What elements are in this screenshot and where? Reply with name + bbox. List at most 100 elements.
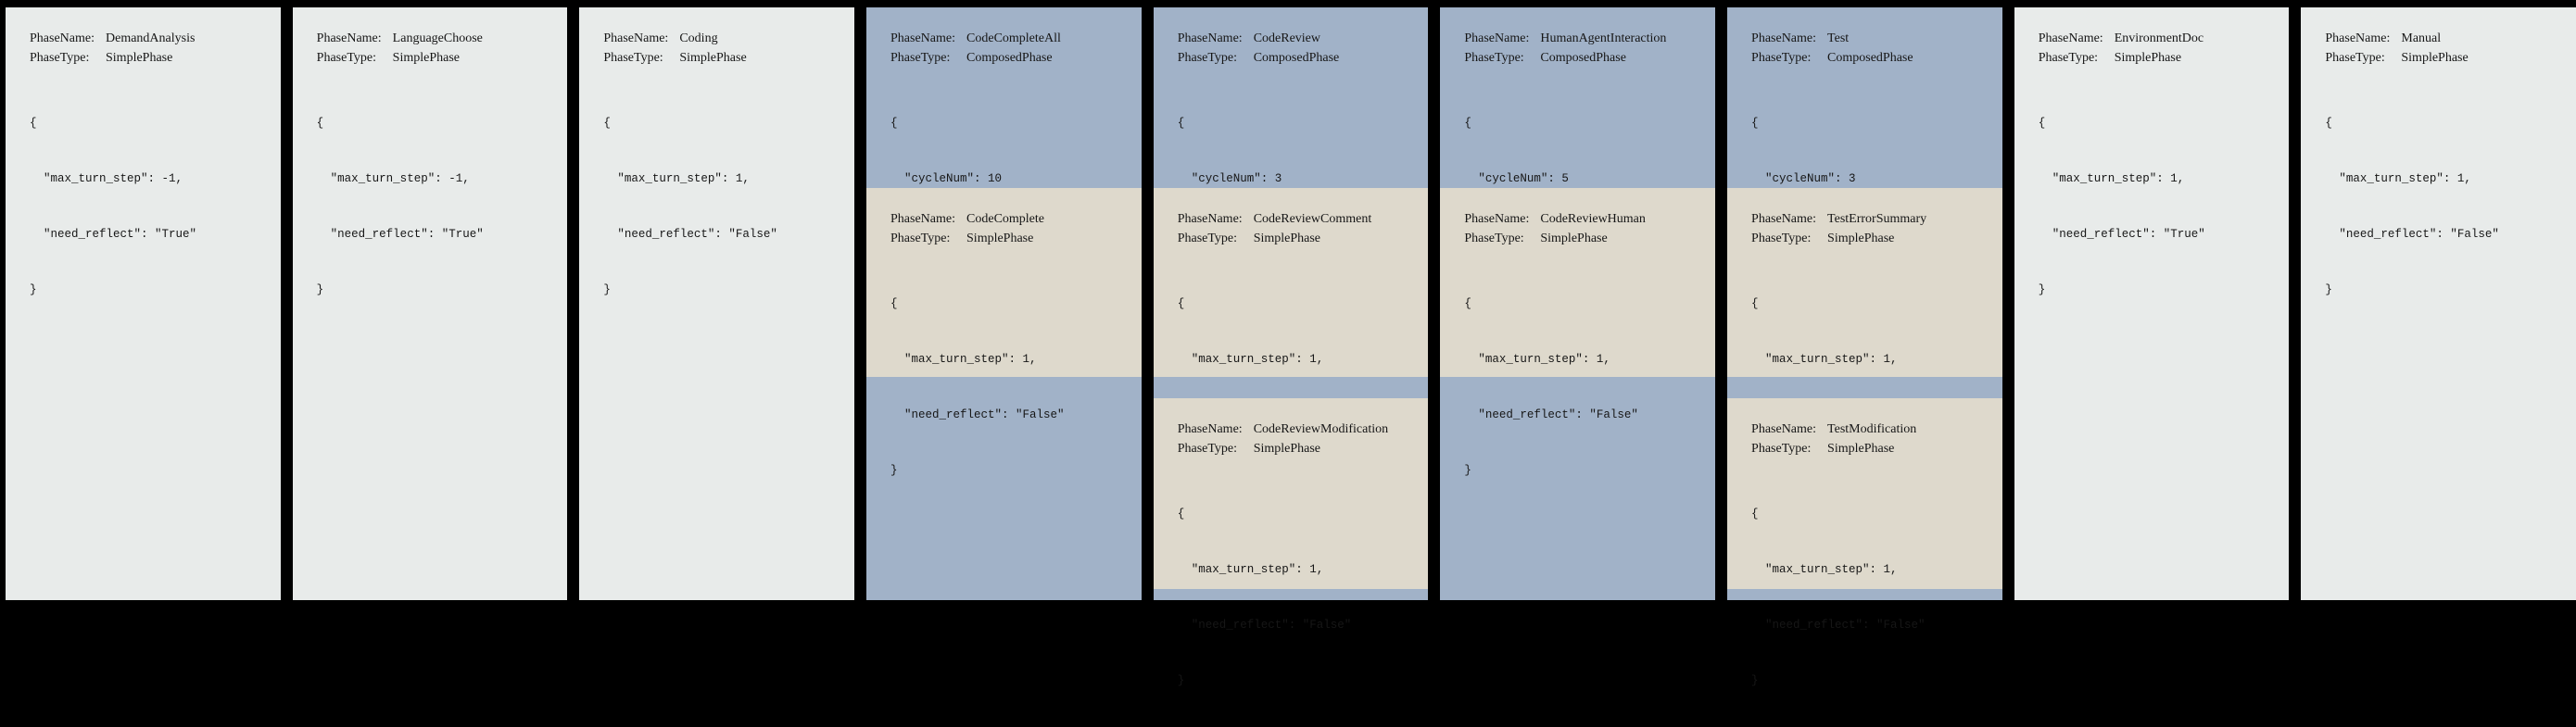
phase-config-json: { "max_turn_step": 1, "need_reflect": "F… [890, 257, 1132, 517]
phase-type-value: SimplePhase [1827, 442, 1895, 456]
phase-name-label: PhaseName: [1177, 31, 1243, 45]
phase-header: PhaseName:EnvironmentDoc PhaseType:Simpl… [2014, 7, 2290, 336]
phase-name-label: PhaseName: [603, 31, 669, 45]
config-line: "need_reflect": "False" [890, 408, 1065, 421]
phase-name-row: PhaseName:CodeReviewComment [1178, 209, 1420, 229]
config-line: } [890, 464, 898, 477]
phase-type-label: PhaseType: [1751, 51, 1812, 65]
config-line: "max_turn_step": -1, [30, 172, 183, 185]
phase-header: PhaseName:DemandAnalysis PhaseType:Simpl… [6, 7, 281, 336]
phase-name-row: PhaseName:Manual [2325, 29, 2567, 48]
config-line: "max_turn_step": 1, [1751, 563, 1898, 576]
config-line: } [2038, 283, 2046, 296]
subphase-header: PhaseName:TestModification PhaseType:Sim… [1727, 398, 2002, 727]
phase-config-json: { "cycleNum": 10 } [890, 77, 1132, 281]
phase-type-label: PhaseType: [890, 51, 951, 65]
phase-type-label: PhaseType: [1177, 51, 1238, 65]
config-line: "need_reflect": "False" [603, 228, 777, 241]
config-line: } [2325, 283, 2332, 296]
config-line: { [890, 297, 898, 310]
config-line: "need_reflect": "False" [1177, 619, 1352, 632]
phase-type-value: SimplePhase [392, 51, 461, 65]
phase-name-label: PhaseName: [30, 31, 95, 45]
phase-card-code-complete-all: PhaseName:CodeCompleteAll PhaseType:Comp… [866, 7, 1142, 600]
config-line: { [1177, 297, 1185, 310]
phase-name-row: PhaseName:DemandAnalysis [30, 29, 271, 48]
phase-type-row: PhaseType: ComposedPhase [1464, 48, 1706, 68]
phase-name-row: PhaseName:CodeReviewHuman [1464, 209, 1706, 229]
config-line: { [1751, 508, 1759, 520]
phase-name-value: LanguageChoose [392, 31, 483, 45]
config-line: { [1751, 297, 1759, 310]
config-line: { [890, 117, 898, 130]
config-line: "max_turn_step": -1, [316, 172, 470, 185]
subphase-card-code-review-modification: PhaseName: CodeReviewModification PhaseTy… [1153, 398, 1429, 687]
phase-name-label: PhaseName: [1751, 422, 1817, 436]
config-line: { [316, 117, 324, 130]
phase-type-row: PhaseType:SimplePhase [30, 48, 271, 68]
config-line: "need_reflect": "False" [1464, 408, 1638, 421]
phase-name-value: CodeReviewModification [1253, 422, 1389, 436]
phase-type-value: ComposedPhase [1827, 51, 1913, 65]
phase-name-label: PhaseName: [1751, 31, 1817, 45]
config-line: "cycleNum": 3 [1177, 172, 1282, 185]
config-line: { [1751, 117, 1759, 130]
phase-name-value: HumanAgentInteraction [1540, 31, 1667, 45]
config-line: "max_turn_step": 1, [1751, 353, 1898, 366]
config-line: } [30, 283, 37, 296]
phase-card-environment-doc: PhaseName:EnvironmentDoc PhaseType:Simpl… [2014, 7, 2290, 600]
phase-card-test: PhaseName: Test PhaseType: ComposedPhase {… [1727, 7, 2002, 687]
config-line: "max_turn_step": 1, [2325, 172, 2471, 185]
subphase-card-test-error-summary: PhaseName:TestErrorSummary PhaseType:Sim… [1727, 188, 2002, 477]
phase-type-row: PhaseType:SimplePhase [1178, 439, 1420, 458]
phase-type-value: SimplePhase [1540, 232, 1608, 245]
phase-header: PhaseName:Coding PhaseType:SimplePhase {… [579, 7, 854, 336]
phase-type-label: PhaseType: [1464, 232, 1524, 245]
phase-name-row: PhaseName: Test [1751, 29, 1993, 48]
phase-name-value: Test [1827, 31, 1850, 45]
phase-type-row: PhaseType:SimplePhase [603, 48, 845, 68]
phase-name-value: Manual [2401, 31, 2442, 45]
config-line: "max_turn_step": 1, [1177, 563, 1324, 576]
phase-type-row: PhaseType:SimplePhase [1178, 229, 1420, 248]
config-line: "need_reflect": "True" [30, 228, 197, 241]
phase-header: PhaseName:CodeCompleteAll PhaseType:Comp… [866, 7, 1142, 281]
phase-type-value: ComposedPhase [1540, 51, 1626, 65]
phase-type-row: PhaseType:SimplePhase [2325, 48, 2567, 68]
config-line: { [1464, 117, 1471, 130]
phase-name-value: CodeReview [1253, 31, 1321, 45]
phase-name-row: PhaseName:TestModification [1751, 420, 1993, 439]
phase-name-value: EnvironmentDoc [2114, 31, 2204, 45]
config-line: "need_reflect": "True" [316, 228, 484, 241]
subphase-card-code-review-human: PhaseName:CodeReviewHuman PhaseType: Simp… [1440, 188, 1716, 477]
config-line: } [1177, 674, 1185, 687]
phase-config-board: PhaseName:DemandAnalysis PhaseType:Simpl… [6, 7, 2576, 687]
phase-config-json: { "max_turn_step": -1, "need_reflect": "… [30, 77, 271, 336]
phase-name-label: PhaseName: [1177, 422, 1243, 436]
config-line: { [603, 117, 611, 130]
subphase-header: PhaseName:CodeReviewHuman PhaseType: Simp… [1440, 188, 1715, 517]
phase-type-label: PhaseType: [316, 51, 377, 65]
phase-type-value: SimplePhase [2114, 51, 2182, 65]
phase-name-row: PhaseName:HumanAgentInteraction [1464, 29, 1706, 48]
phase-type-row: PhaseType:SimplePhase [1751, 229, 1993, 248]
phase-type-label: PhaseType: [1464, 51, 1524, 65]
config-line: "max_turn_step": 1, [890, 353, 1037, 366]
phase-type-row: PhaseType: ComposedPhase [1751, 48, 1993, 68]
config-line: "cycleNum": 3 [1751, 172, 1856, 185]
phase-config-json: { "max_turn_step": 1, "need_reflect": "F… [1464, 257, 1706, 517]
phase-card-code-review: PhaseName:CodeReview PhaseType:ComposedP… [1153, 7, 1429, 687]
phase-name-label: PhaseName: [890, 212, 955, 226]
phase-card-demand-analysis: PhaseName:DemandAnalysis PhaseType:Simpl… [6, 7, 281, 600]
phase-type-row: PhaseType:SimplePhase [890, 229, 1132, 248]
config-line: { [2325, 117, 2332, 130]
phase-name-row: PhaseName:Coding [603, 29, 845, 48]
phase-name-row: PhaseName: CodeReview [1178, 29, 1420, 48]
phase-name-row: PhaseName:LanguageChoose [317, 29, 559, 48]
phase-name-row: PhaseName: CodeReviewModification [1178, 420, 1420, 439]
phase-name-label: PhaseName: [1751, 212, 1817, 226]
phase-type-value: SimplePhase [2401, 51, 2469, 65]
phase-header: PhaseName:HumanAgentInteraction PhaseTyp… [1440, 7, 1715, 281]
phase-config-json: { "max_turn_step": 1, "need_reflect": "T… [2039, 77, 2280, 336]
phase-card-human-agent-interaction: PhaseName:HumanAgentInteraction PhaseTyp… [1440, 7, 1716, 600]
